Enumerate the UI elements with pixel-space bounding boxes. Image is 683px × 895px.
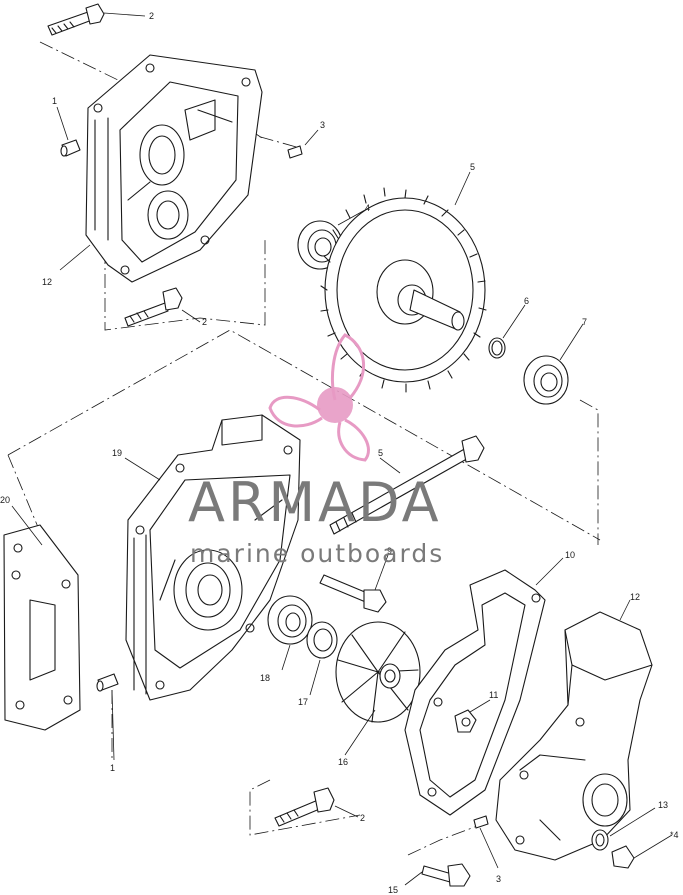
callout-2-top: 2 (149, 11, 154, 21)
callout-19: 19 (112, 448, 122, 458)
callout-11: 11 (489, 690, 498, 700)
plug-4-lower (611, 845, 635, 869)
callout-16: 16 (338, 757, 348, 767)
propeller-logo (268, 333, 370, 462)
bolt-2-middle (124, 287, 183, 327)
o-ring-6 (488, 337, 506, 359)
long-bolt-5 (329, 435, 485, 535)
callout-3-lower: 3 (496, 874, 501, 884)
callout-12-lower: 12 (630, 592, 640, 602)
callout-18: 18 (260, 673, 270, 683)
armada-watermark: ARMADA marine outboards (188, 333, 444, 568)
dowel-pin-1-upper (60, 139, 81, 157)
lower-housing-19 (125, 414, 301, 701)
bearing-7 (523, 355, 569, 405)
drive-gear-5 (320, 187, 487, 393)
o-ring-13 (591, 829, 609, 851)
callout-10: 10 (565, 550, 575, 560)
gasket-10 (404, 569, 546, 816)
upper-gear-housing (85, 54, 263, 283)
callout-13: 13 (658, 800, 668, 810)
watermark-brand: ARMADA (188, 471, 442, 534)
callout-12-upper: 12 (42, 277, 52, 287)
callout-17: 17 (298, 697, 308, 707)
watermark-tagline: marine outboards (190, 539, 444, 568)
gasket-plate-20 (3, 524, 81, 731)
callout-5-bolt: 5 (378, 448, 383, 458)
bolt-2-lower (274, 787, 335, 827)
callout-6: 6 (524, 296, 529, 306)
bolt-9 (319, 574, 387, 613)
callout-7: 7 (582, 317, 587, 327)
bolt-11 (454, 709, 477, 733)
washer-17 (306, 621, 338, 659)
callout-5-gear: 5 (470, 162, 475, 172)
callout-1-lower: 1 (110, 763, 115, 773)
dowel-pin-1-lower (96, 673, 119, 692)
callout-2-middle: 2 (202, 317, 207, 327)
callout-4-lower: *4 (670, 830, 679, 840)
callout-2-lower: 2 (360, 813, 365, 823)
bearing-18 (267, 595, 313, 645)
impeller-16 (335, 621, 421, 723)
callout-9: 9 (387, 546, 392, 556)
callout-3-upper: 3 (320, 120, 325, 130)
leader-lines (11, 12, 673, 886)
bolt-15 (421, 863, 471, 887)
pin-3-lower (473, 815, 489, 829)
callout-1-upper: 1 (52, 96, 57, 106)
pin-3-upper (287, 145, 303, 159)
callout-4-upper: 4 (365, 203, 370, 213)
bolt-2-top (47, 3, 105, 36)
callout-labels: 2 1 3 12 4 5 2 6 7 19 5 20 9 10 12 18 17… (0, 11, 679, 895)
callout-15: 15 (388, 885, 398, 895)
callout-20: 20 (0, 495, 10, 505)
